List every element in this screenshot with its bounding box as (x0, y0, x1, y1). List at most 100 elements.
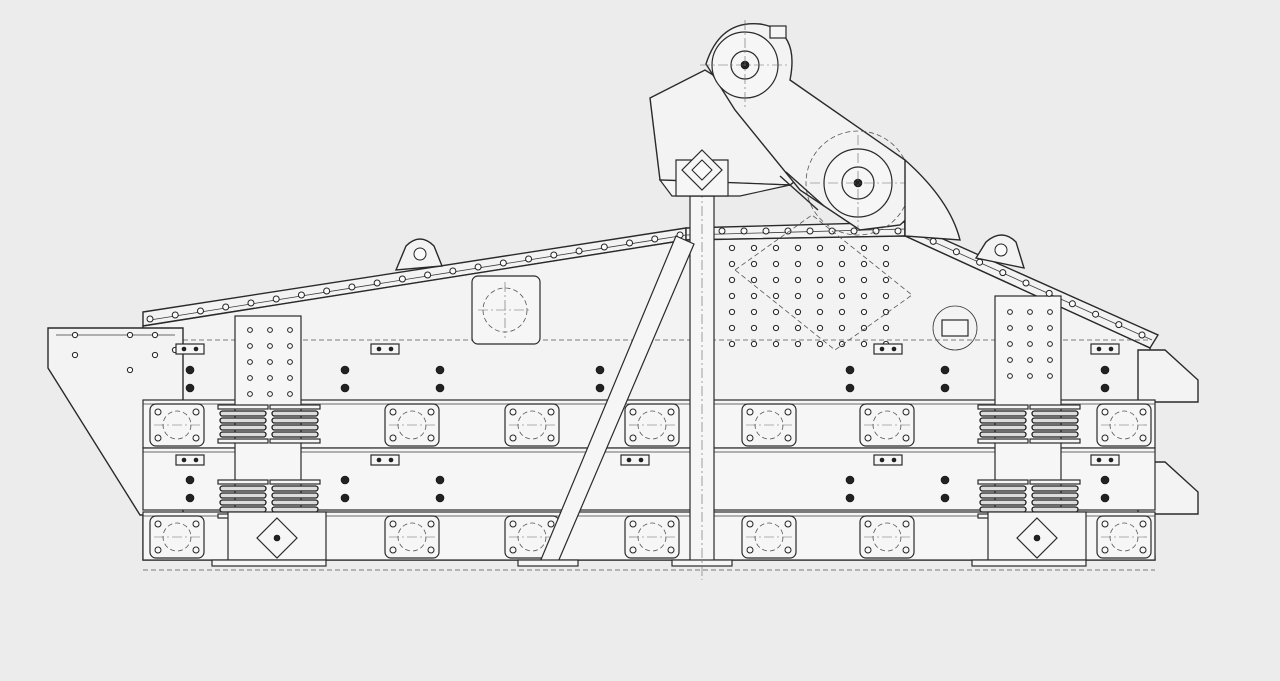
bolt-pad (1096, 515, 1152, 559)
bracket (175, 343, 205, 355)
post-bolt (1027, 341, 1033, 347)
plate-bolt (838, 244, 846, 252)
plate-bolt (595, 383, 605, 393)
bolt-pad (741, 515, 797, 559)
bracket (873, 454, 903, 466)
plate-bolt (772, 260, 780, 268)
bolt-pad-group (149, 403, 1152, 559)
bolt-pad (1096, 403, 1152, 447)
bolt-pad (624, 403, 680, 447)
bolt-pad (384, 515, 440, 559)
post-bolt (1047, 309, 1053, 315)
bolt-pad (504, 403, 560, 447)
post-bolt (1047, 357, 1053, 363)
plate-bolt (860, 244, 868, 252)
plate-bolt (728, 292, 736, 300)
plate-bolt (882, 260, 890, 268)
plate-bolt (750, 244, 758, 252)
bracket-bolt (1096, 457, 1102, 463)
post-bolt (247, 391, 253, 397)
post-bolt (1027, 373, 1033, 379)
rail-bolt (424, 271, 432, 279)
feed-bolt (126, 331, 134, 339)
bracket-bolt (626, 457, 632, 463)
rail-bolt (1115, 321, 1123, 329)
plate-bolt (794, 276, 802, 284)
inspection-pad (471, 275, 541, 345)
rail-bolt (146, 315, 154, 323)
plate-bolt (728, 244, 736, 252)
plate-bolt (816, 340, 824, 348)
post-bolt (1027, 325, 1033, 331)
rail-bolt (651, 235, 659, 243)
rail-bolt (222, 303, 230, 311)
plate-bolt (340, 475, 350, 485)
plate-bolt (772, 276, 780, 284)
plate-bolt (772, 292, 780, 300)
drive-column (671, 170, 733, 580)
bracket (175, 454, 205, 466)
plate-bolt (816, 324, 824, 332)
plate-bolt (750, 324, 758, 332)
feed-bolt (151, 331, 159, 339)
post-bolt (1047, 325, 1053, 331)
plate-bolt (860, 276, 868, 284)
plate-bolt (772, 324, 780, 332)
post-bolt (287, 375, 293, 381)
rail-bolt (1138, 331, 1146, 339)
plate-bolt (845, 383, 855, 393)
plate-bolt (185, 493, 195, 503)
rail-bolt (348, 283, 356, 291)
bracket-bolt (388, 346, 394, 352)
plate-bolt (860, 260, 868, 268)
rail-bolt (1045, 289, 1053, 297)
plate-bolt (838, 324, 846, 332)
plate-bolt (340, 493, 350, 503)
post-bolt (1027, 309, 1033, 315)
plate-bolt (1100, 383, 1110, 393)
bracket-bolt (879, 346, 885, 352)
spring-set (977, 404, 1029, 444)
bracket-bolt (193, 346, 199, 352)
bracket-bolt (181, 346, 187, 352)
bolt-group (71, 227, 1146, 503)
plate-bolt (860, 340, 868, 348)
bolt-pad (384, 403, 440, 447)
plate-bolt (838, 340, 846, 348)
rail-bolt (297, 291, 305, 299)
post-bolt (1007, 325, 1013, 331)
plate-bolt (728, 260, 736, 268)
bracket-bolt (1096, 346, 1102, 352)
rail-bolt (1022, 279, 1030, 287)
plate-bolt (816, 244, 824, 252)
plate-bolt (595, 365, 605, 375)
post-bolt (287, 391, 293, 397)
rail-bolt (499, 259, 507, 267)
plate-bolt (772, 308, 780, 316)
plate-bolt (1100, 365, 1110, 375)
post-bolt (1007, 373, 1013, 379)
rail-bolt (323, 287, 331, 295)
bracket-bolt (193, 457, 199, 463)
plate-bolt (794, 244, 802, 252)
feed-bolt (71, 331, 79, 339)
plate-bolt (940, 493, 950, 503)
rail-bolt (550, 251, 558, 259)
lifting-lug-right (974, 234, 1026, 269)
post-bolt (267, 359, 273, 365)
plate-bolt (794, 324, 802, 332)
bracket (1090, 343, 1120, 355)
post-bolt (287, 327, 293, 333)
plate-bolt (882, 244, 890, 252)
bracket (620, 454, 650, 466)
rail-bolt (929, 237, 937, 245)
plate-bolt (838, 292, 846, 300)
plate-bolt (794, 308, 802, 316)
bracket-bolt (376, 346, 382, 352)
rail-bolt (575, 247, 583, 255)
plate-bolt (882, 324, 890, 332)
bracket-bolt (388, 457, 394, 463)
plate-bolt (185, 365, 195, 375)
